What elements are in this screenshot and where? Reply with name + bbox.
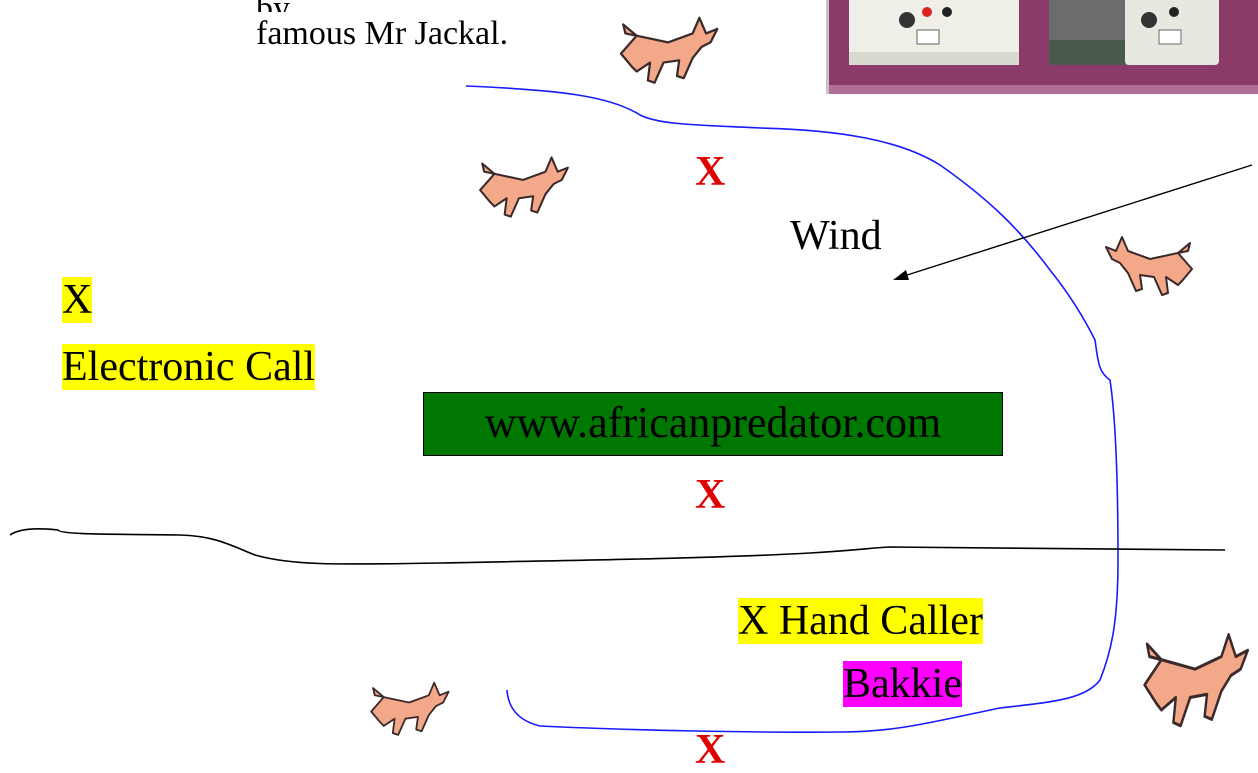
electronic-caller-photo	[826, 0, 1258, 94]
bakkie-label: Bakkie	[843, 661, 962, 707]
red-x-marker: X	[695, 149, 726, 195]
jackal-icon	[370, 681, 450, 736]
blue-boundary-line	[465, 85, 1119, 733]
hand-caller-text: X Hand Caller	[738, 598, 983, 644]
wind-label: Wind	[790, 213, 882, 259]
device-photo-icon	[829, 0, 1258, 94]
electronic-call-x-text: X	[62, 277, 93, 323]
caption-text: famous Mr Jackal.	[256, 15, 509, 52]
wind-arrow	[903, 164, 1253, 277]
jackal-icon	[619, 16, 719, 84]
jackal-icon	[1143, 633, 1249, 728]
ground-line	[9, 528, 1226, 565]
hand-caller-label: X Hand Caller	[738, 598, 983, 644]
electronic-call-text: Electronic Call	[62, 344, 316, 390]
wind-arrowhead	[893, 270, 909, 280]
cropped-text-line: by	[256, 0, 290, 12]
electronic-call-x: X	[62, 277, 93, 323]
red-x-marker: X	[695, 727, 726, 773]
jackal-icon	[479, 156, 569, 218]
jackal-icon	[1105, 236, 1193, 296]
red-x-marker: X	[695, 472, 726, 518]
bakkie-text: Bakkie	[843, 661, 962, 707]
electronic-call-label: Electronic Call	[62, 344, 316, 390]
website-url-box: www.africanpredator.com	[423, 392, 1003, 456]
